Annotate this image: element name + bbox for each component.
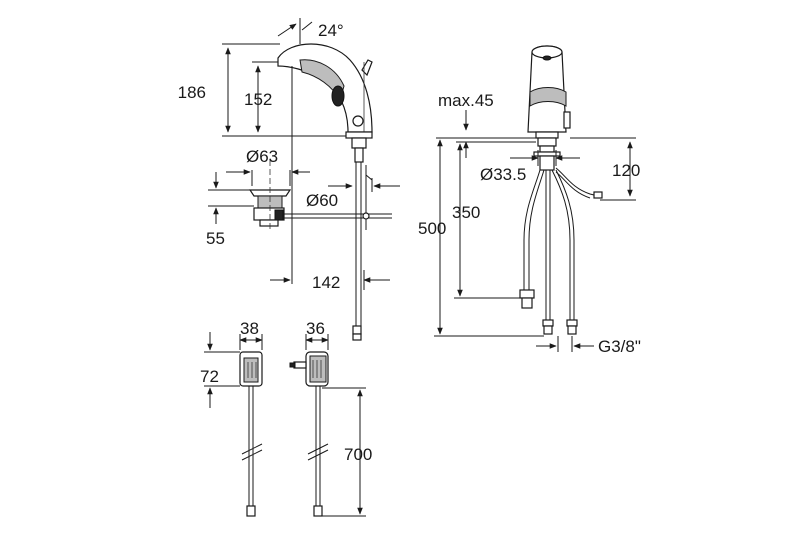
height-55-label: 55 bbox=[206, 229, 225, 248]
diameter-63-label: Ø63 bbox=[246, 147, 278, 166]
width-38-label: 38 bbox=[240, 319, 259, 338]
height-350-label: 350 bbox=[452, 203, 480, 222]
right-dimensions: max.45 500 350 Ø33.5 120 G3/8" bbox=[418, 91, 641, 356]
bottom-dimensions: 38 36 72 700 bbox=[200, 319, 372, 517]
height-120-label: 120 bbox=[612, 161, 640, 180]
faucet-knob bbox=[352, 115, 364, 127]
faucet-lever bbox=[361, 59, 373, 77]
sensor-window bbox=[331, 85, 345, 107]
faucet-base bbox=[345, 131, 373, 139]
diameter-33-5-label: Ø33.5 bbox=[480, 165, 526, 184]
height-152-label: 152 bbox=[244, 90, 272, 109]
height-500-label: 500 bbox=[418, 219, 446, 238]
thread-size-label: G3/8" bbox=[598, 337, 641, 356]
faucet-side-view bbox=[248, 43, 392, 341]
diameter-60-label: Ø60 bbox=[306, 191, 338, 210]
max45-label: max.45 bbox=[438, 91, 494, 110]
length-700-label: 700 bbox=[344, 445, 372, 464]
faucet-front-view bbox=[519, 45, 603, 335]
battery-box bbox=[239, 351, 263, 517]
height-72-label: 72 bbox=[200, 367, 219, 386]
power-adapter bbox=[289, 351, 329, 517]
width-36-label: 36 bbox=[306, 319, 325, 338]
left-dimensions: 24° 186 152 Ø63 55 Ø60 142 bbox=[178, 18, 400, 292]
height-186-label: 186 bbox=[178, 83, 206, 102]
angle-label: 24° bbox=[318, 21, 344, 40]
width-142-label: 142 bbox=[312, 273, 340, 292]
